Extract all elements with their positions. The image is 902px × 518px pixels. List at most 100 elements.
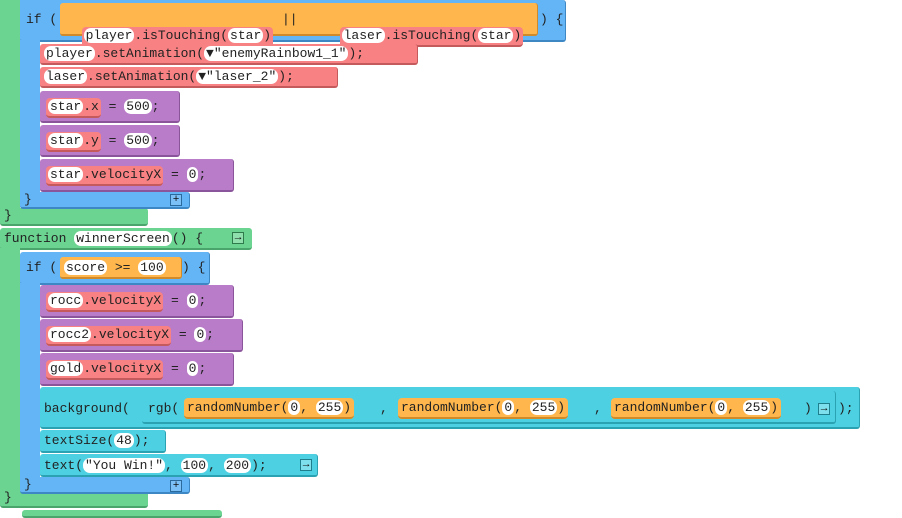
func: text( bbox=[44, 458, 84, 473]
value-field[interactable]: 0 bbox=[186, 361, 199, 376]
min-field[interactable]: 0 bbox=[288, 400, 301, 415]
add-argument-arrow-button[interactable]: → bbox=[818, 403, 830, 415]
object-rocc2[interactable]: rocc2 bbox=[48, 327, 92, 342]
object-star[interactable]: star bbox=[48, 133, 84, 148]
object-laser[interactable]: laser bbox=[44, 69, 88, 84]
add-else-button-2[interactable]: + bbox=[170, 480, 182, 492]
semicolon: ; bbox=[198, 293, 207, 308]
text-call-text: text("You Win!", 100, 200); bbox=[44, 458, 267, 474]
semicolon: ; bbox=[198, 167, 207, 182]
add-argument-arrow-button[interactable]: → bbox=[300, 459, 312, 471]
paren-close: ) bbox=[263, 28, 272, 43]
if-close-2: ) { bbox=[182, 260, 206, 275]
value-field[interactable]: 0 bbox=[194, 327, 207, 342]
func: randomNumber( bbox=[401, 400, 503, 415]
star-y-text: star.y = 500; bbox=[46, 132, 160, 152]
function-body-left-bar-2 bbox=[0, 248, 20, 498]
object-laser[interactable]: laser bbox=[341, 28, 385, 43]
background-func: background( bbox=[44, 401, 130, 416]
rgb-close: ) bbox=[804, 401, 812, 416]
random-number-1[interactable]: randomNumber(0, 255) bbox=[184, 398, 355, 419]
equals: = bbox=[108, 133, 117, 148]
min-field[interactable]: 0 bbox=[502, 400, 515, 415]
add-parameter-arrow-button[interactable]: → bbox=[232, 232, 244, 244]
size-field[interactable]: 48 bbox=[114, 433, 134, 448]
method-istouching: .isTouching( bbox=[134, 28, 229, 43]
close: ) bbox=[557, 400, 566, 415]
add-else-button-1[interactable]: + bbox=[170, 194, 182, 206]
function-end-block-2[interactable] bbox=[0, 490, 148, 508]
if-close-1: ) { bbox=[540, 12, 564, 27]
animation-dropdown[interactable]: ▼"enemyRainbow1_1" bbox=[204, 46, 349, 61]
object-star[interactable]: star bbox=[48, 99, 84, 114]
value-field[interactable]: 100 bbox=[138, 260, 166, 275]
equals: = bbox=[171, 361, 179, 376]
min-field[interactable]: 0 bbox=[715, 400, 728, 415]
variable-score[interactable]: score bbox=[64, 260, 108, 275]
value-field[interactable]: 0 bbox=[186, 293, 199, 308]
method-istouching: .isTouching( bbox=[384, 28, 479, 43]
object-gold[interactable]: gold bbox=[48, 361, 84, 376]
open-brace: { bbox=[195, 231, 204, 246]
function-body-left-bar-1 bbox=[0, 0, 20, 215]
if-end-brace-1: } bbox=[24, 192, 32, 207]
background-close: ); bbox=[838, 401, 854, 416]
prop: .x bbox=[83, 99, 99, 114]
max-field[interactable]: 255 bbox=[315, 400, 344, 415]
arg-star[interactable]: star bbox=[478, 28, 514, 43]
func: randomNumber( bbox=[187, 400, 289, 415]
semicolon: ; bbox=[151, 133, 160, 148]
paren-close: ) bbox=[513, 28, 522, 43]
semicolon: ; bbox=[206, 327, 215, 342]
max-field[interactable]: 255 bbox=[742, 400, 771, 415]
equals: = bbox=[171, 167, 179, 182]
function-name-field[interactable]: winnerScreen bbox=[74, 231, 172, 246]
textsize-block[interactable] bbox=[40, 430, 166, 453]
cond-left[interactable]: player.isTouching(star) bbox=[66, 12, 274, 47]
prop: .velocityX bbox=[91, 327, 170, 342]
x-field[interactable]: 100 bbox=[180, 458, 209, 473]
rocc2-velocityx-text: rocc2.velocityX = 0; bbox=[46, 326, 215, 346]
equals: = bbox=[171, 293, 179, 308]
value-field[interactable]: 500 bbox=[124, 133, 152, 148]
if-keyword-2: if ( bbox=[26, 260, 58, 275]
value-field[interactable]: 500 bbox=[124, 99, 152, 114]
rocc-velocityx-text: rocc.velocityX = 0; bbox=[46, 292, 207, 312]
arg-separator: , bbox=[380, 401, 388, 416]
function-end-brace-1: } bbox=[4, 208, 12, 223]
animation-dropdown[interactable]: ▼"laser_2" bbox=[196, 69, 279, 84]
if-block-1-left-bar bbox=[20, 40, 40, 200]
semicolon: ; bbox=[151, 99, 160, 114]
cond-right[interactable]: laser.isTouching(star) bbox=[324, 12, 524, 47]
comma: , bbox=[165, 458, 173, 473]
if-block-2-end bbox=[20, 477, 190, 494]
if-end-brace-2: } bbox=[24, 477, 32, 492]
animation-value: "enemyRainbow1_1" bbox=[213, 46, 347, 61]
comma: , bbox=[727, 400, 736, 415]
method: .setAnimation( bbox=[94, 46, 205, 61]
textsize-text: textSize(48); bbox=[44, 433, 149, 449]
method: .setAnimation( bbox=[87, 69, 197, 84]
string-field[interactable]: "You Win!" bbox=[83, 458, 166, 473]
object-star[interactable]: star bbox=[48, 167, 84, 182]
random-number-3[interactable]: randomNumber(0, 255) bbox=[611, 398, 782, 419]
next-block-stub[interactable] bbox=[22, 510, 222, 518]
if-block-1-end bbox=[20, 192, 190, 209]
object-player[interactable]: player bbox=[83, 28, 135, 43]
object-player[interactable]: player bbox=[44, 46, 95, 61]
function-end-brace-2: } bbox=[4, 490, 12, 505]
max-field[interactable]: 255 bbox=[529, 400, 558, 415]
function-end-block-1[interactable] bbox=[0, 208, 148, 226]
if-block-2-left-bar bbox=[20, 283, 40, 483]
y-field[interactable]: 200 bbox=[223, 458, 252, 473]
prop: .velocityX bbox=[83, 167, 162, 182]
function-header: function winnerScreen() { bbox=[4, 231, 203, 247]
random-number-2[interactable]: randomNumber(0, 255) bbox=[398, 398, 569, 419]
value-field[interactable]: 0 bbox=[186, 167, 199, 182]
arg-star[interactable]: star bbox=[228, 28, 264, 43]
func: textSize( bbox=[44, 433, 115, 448]
comma: , bbox=[300, 400, 309, 415]
arg-separator: , bbox=[594, 401, 602, 416]
object-rocc[interactable]: rocc bbox=[48, 293, 84, 308]
star-x-text: star.x = 500; bbox=[46, 98, 160, 118]
